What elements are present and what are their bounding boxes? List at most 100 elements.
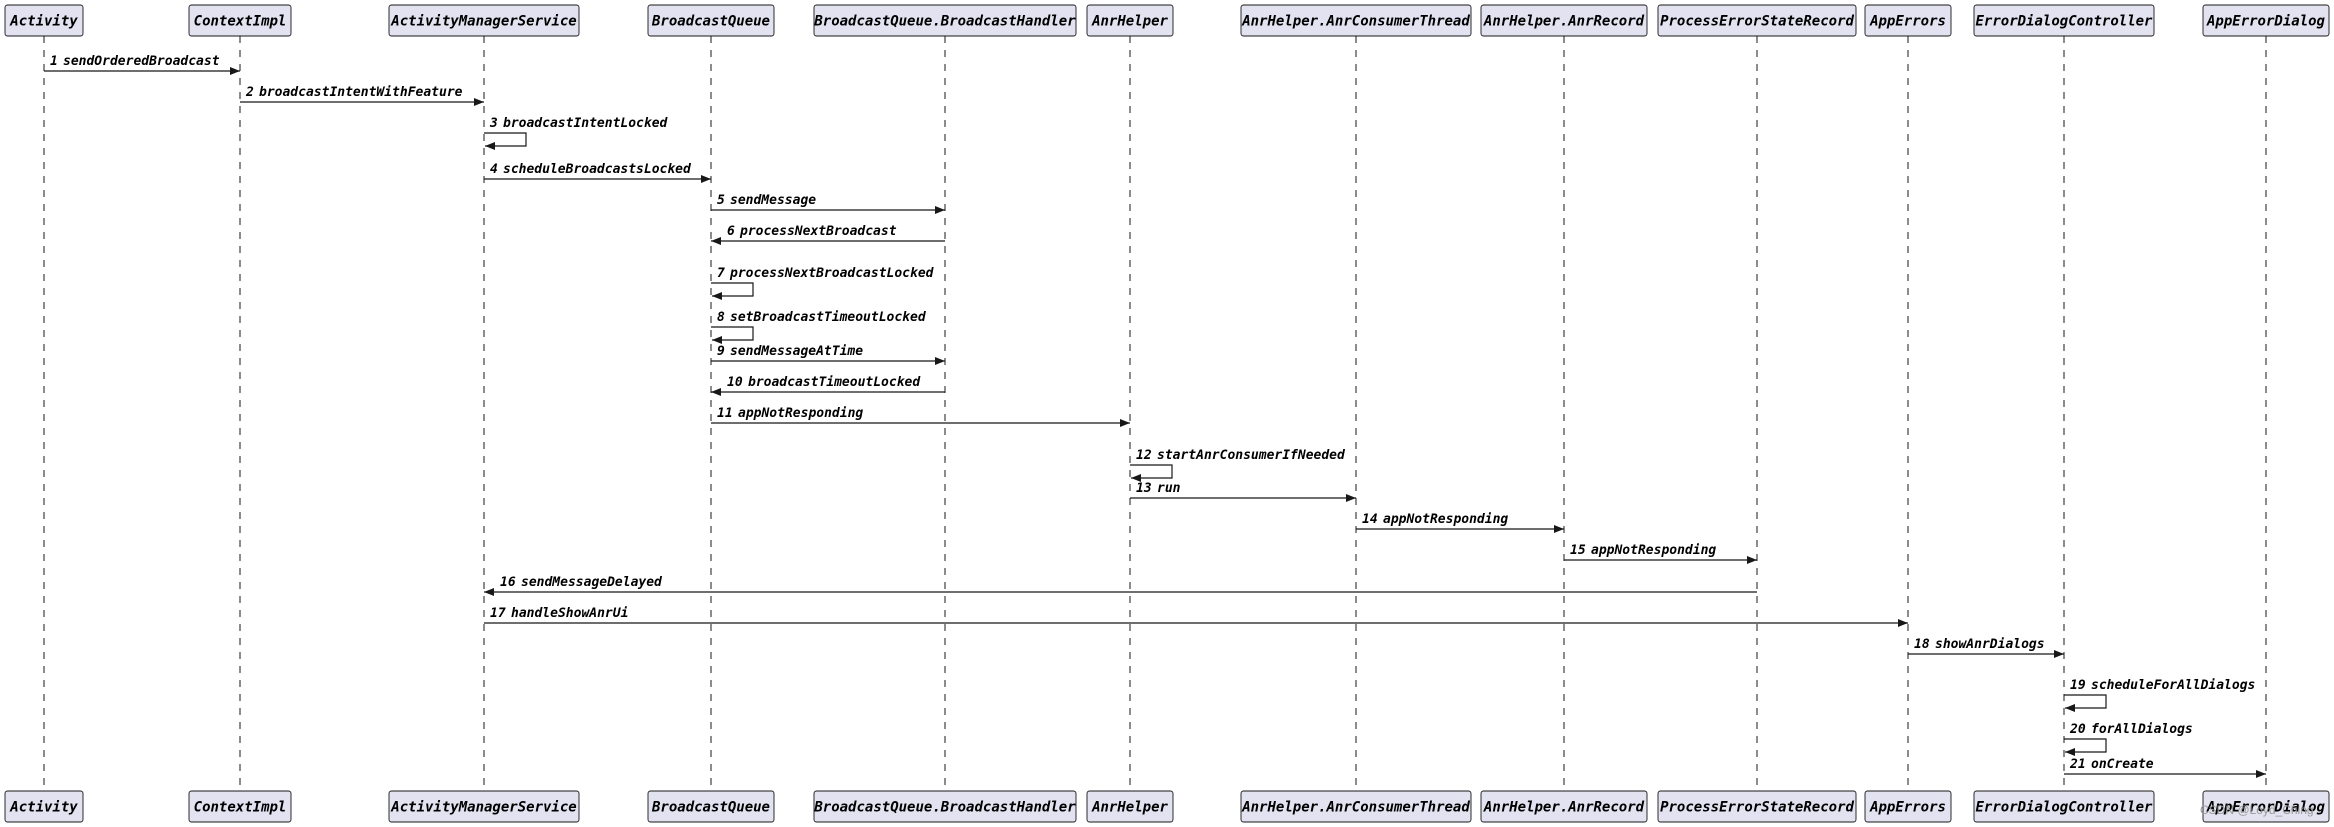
participant-label: ActivityManagerService bbox=[390, 800, 576, 816]
self-arrow bbox=[1130, 464, 1173, 479]
participant-label: ProcessErrorStateRecord bbox=[1660, 14, 1854, 30]
arrow-head bbox=[2065, 748, 2075, 756]
participant-box bbox=[388, 790, 580, 823]
participant-box bbox=[1086, 4, 1174, 37]
participant-box bbox=[1086, 790, 1174, 823]
participant-label: AnrHelper bbox=[1091, 14, 1168, 30]
participant-top-bqh: BroadcastQueue.BroadcastHandler bbox=[813, 4, 1077, 37]
watermark: CSDN @Loyd_Ching bbox=[2200, 803, 2314, 817]
participant-box bbox=[4, 4, 84, 37]
participant-bottom-anrhelper: AnrHelper bbox=[1086, 790, 1174, 823]
message-number: 3 bbox=[489, 116, 498, 131]
participant-box bbox=[2202, 790, 2330, 823]
self-arrow bbox=[484, 132, 527, 147]
message-label: broadcastIntentLocked bbox=[503, 116, 669, 131]
participant-label: Activity bbox=[9, 14, 78, 30]
arrow-head bbox=[711, 237, 721, 245]
participant-bottom-edc: ErrorDialogController bbox=[1973, 790, 2155, 823]
participant-top-ams: ActivityManagerService bbox=[388, 4, 580, 37]
participant-bottom-activity: Activity bbox=[4, 790, 84, 823]
arrow-head bbox=[2065, 704, 2075, 712]
participant-top-anrhelper: AnrHelper bbox=[1086, 4, 1174, 37]
participant-top-apperrors: AppErrors bbox=[1864, 4, 1952, 37]
message-3: 3 broadcastIntentLocked bbox=[484, 116, 669, 150]
participant-label: ContextImpl bbox=[194, 800, 287, 816]
participant-box bbox=[1864, 790, 1952, 823]
participant-bottom-contextimpl: ContextImpl bbox=[188, 790, 292, 823]
arrow-head bbox=[712, 292, 722, 300]
participant-label: AppErrorDialog bbox=[2206, 14, 2326, 30]
message-number: 1 bbox=[50, 54, 58, 69]
participant-label: ErrorDialogController bbox=[1975, 800, 2153, 816]
message-number: 16 bbox=[500, 575, 516, 590]
participant-bottom-apperrors: AppErrors bbox=[1864, 790, 1952, 823]
arrow-head bbox=[1898, 619, 1908, 627]
message-number: 8 bbox=[717, 310, 725, 325]
participant-top-aed: AppErrorDialog bbox=[2202, 4, 2330, 37]
message-number: 6 bbox=[727, 224, 735, 239]
message-label: run bbox=[1157, 481, 1181, 496]
message-label: broadcastIntentWithFeature bbox=[259, 85, 463, 100]
participant-bottom-anrthread: AnrHelper.AnrConsumerThread bbox=[1240, 790, 1472, 823]
participant-box bbox=[813, 4, 1077, 37]
arrow-head bbox=[935, 357, 945, 365]
participant-bottom-bqh: BroadcastQueue.BroadcastHandler bbox=[813, 790, 1077, 823]
message-number: 2 bbox=[245, 85, 254, 100]
arrow-head bbox=[474, 98, 484, 106]
message-number: 11 bbox=[717, 406, 733, 421]
arrow-head bbox=[701, 175, 711, 183]
arrow-head bbox=[485, 142, 495, 150]
participant-label: BroadcastQueue.BroadcastHandler bbox=[813, 800, 1076, 816]
message-number: 15 bbox=[1570, 543, 1586, 558]
participant-label: AnrHelper.AnrRecord bbox=[1483, 14, 1645, 30]
participant-box bbox=[813, 790, 1077, 823]
participant-top-anrrecord: AnrHelper.AnrRecord bbox=[1480, 4, 1648, 37]
participant-box bbox=[1240, 790, 1472, 823]
participant-bottom-aed: AppErrorDialog bbox=[2202, 790, 2330, 823]
participant-label: AnrHelper bbox=[1091, 800, 1168, 816]
arrow-head bbox=[2054, 650, 2064, 658]
arrow-head bbox=[1747, 556, 1757, 564]
message-label: sendOrderedBroadcast bbox=[63, 54, 220, 69]
message-6: 6 processNextBroadcast bbox=[711, 224, 945, 245]
participant-bottom-anrrecord: AnrHelper.AnrRecord bbox=[1480, 790, 1648, 823]
participant-bottom-pesr: ProcessErrorStateRecord bbox=[1657, 790, 1857, 823]
participant-top-anrthread: AnrHelper.AnrConsumerThread bbox=[1240, 4, 1472, 37]
participant-box bbox=[1864, 4, 1952, 37]
message-label: scheduleBroadcastsLocked bbox=[503, 162, 692, 177]
message-label: processNextBroadcast bbox=[739, 224, 897, 239]
arrow-head bbox=[1120, 419, 1130, 427]
message-label: handleShowAnrUi bbox=[511, 606, 628, 621]
participant-label: ErrorDialogController bbox=[1975, 14, 2153, 30]
participant-label: AnrHelper.AnrConsumerThread bbox=[1241, 800, 1470, 816]
participant-label: BroadcastQueue bbox=[651, 14, 770, 30]
self-arrow bbox=[2064, 738, 2107, 753]
arrow-head bbox=[230, 67, 240, 75]
message-number: 10 bbox=[727, 375, 743, 390]
participant-box bbox=[188, 790, 292, 823]
message-number: 7 bbox=[717, 266, 725, 281]
arrow-head bbox=[711, 388, 721, 396]
message-label: forAllDialogs bbox=[2091, 722, 2193, 737]
participant-label: AppErrorDialog bbox=[2206, 800, 2326, 816]
participant-box bbox=[1973, 4, 2155, 37]
message-21: 21 onCreate bbox=[2064, 757, 2266, 778]
participant-box bbox=[647, 790, 775, 823]
message-number: 21 bbox=[2069, 757, 2086, 772]
participant-box bbox=[1657, 4, 1857, 37]
participant-label: ActivityManagerService bbox=[390, 14, 576, 30]
arrow-head bbox=[2256, 770, 2266, 778]
message-label: onCreate bbox=[2091, 757, 2154, 772]
participant-box bbox=[388, 4, 580, 37]
